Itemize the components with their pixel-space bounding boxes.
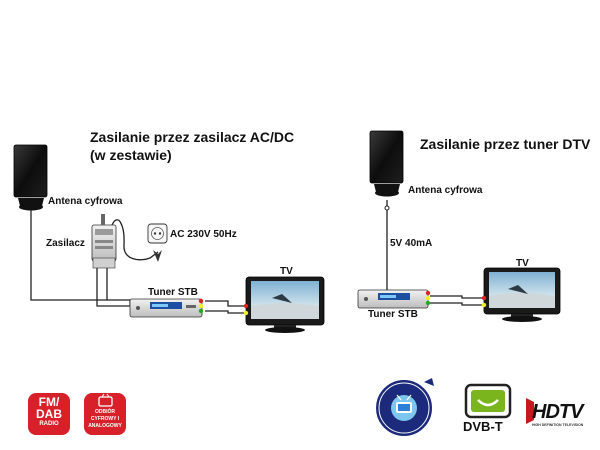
right-tv-icon bbox=[481, 267, 561, 322]
left-antenna-icon bbox=[13, 144, 48, 211]
left-tv-label: TV bbox=[280, 266, 293, 277]
left-title: Zasilanie przez zasilacz AC/DC (w zestaw… bbox=[90, 128, 294, 164]
mains-voltage-label: AC 230V 50Hz bbox=[170, 229, 237, 240]
right-antenna-label: Antena cyfrowa bbox=[408, 185, 483, 196]
hdtv-sub-label: HIGH DEFINITION TELEVISION bbox=[532, 423, 584, 427]
analog-digital-badge: ODBIÓR CYFROWY I ANALOGOWY bbox=[84, 409, 126, 430]
voltage-label: 5V 40mA bbox=[390, 238, 433, 249]
left-tuner-label: Tuner STB bbox=[148, 287, 198, 298]
fm-dab-badge: FM/ DAB RADIO bbox=[28, 396, 70, 429]
right-tuner-label: Tuner STB bbox=[368, 309, 418, 320]
left-title-line1: Zasilanie przez zasilacz AC/DC bbox=[90, 129, 295, 145]
left-tuner-stb-icon bbox=[129, 298, 204, 318]
digital-reception-seal-icon bbox=[374, 378, 434, 438]
fm-dab-badge-bg bbox=[28, 393, 70, 435]
right-tuner-stb-icon bbox=[357, 289, 431, 309]
right-title: Zasilanie przez tuner DTV bbox=[420, 136, 591, 152]
fm-dab-line2: DAB bbox=[36, 407, 62, 421]
left-title-line2: (w zestawie) bbox=[90, 147, 172, 163]
left-antenna-label: Antena cyfrowa bbox=[48, 196, 123, 207]
power-supply-icon bbox=[91, 214, 117, 269]
dvbt-logo-icon bbox=[464, 383, 512, 419]
analog-line2: CYFROWY I bbox=[90, 416, 120, 422]
right-tv-label: TV bbox=[516, 258, 529, 269]
power-supply-label: Zasilacz bbox=[46, 238, 85, 249]
analog-line3: ANALOGOWY bbox=[88, 423, 122, 429]
hdtv-label: HDTV bbox=[532, 401, 583, 423]
hdtv-logo-icon bbox=[526, 398, 534, 424]
tv-set-icon bbox=[98, 393, 113, 407]
dvbt-label: DVB-T bbox=[463, 419, 503, 434]
left-tv-icon bbox=[243, 276, 325, 333]
analog-badge-bg bbox=[84, 393, 126, 435]
wall-socket-icon bbox=[147, 223, 168, 262]
fm-dab-line1: FM/ bbox=[38, 395, 60, 409]
fm-dab-line3: RADIO bbox=[39, 421, 59, 427]
left-cables bbox=[30, 210, 248, 314]
right-cables bbox=[386, 200, 486, 306]
right-antenna-icon bbox=[369, 130, 404, 197]
analog-line1: ODBIÓR bbox=[95, 409, 115, 415]
